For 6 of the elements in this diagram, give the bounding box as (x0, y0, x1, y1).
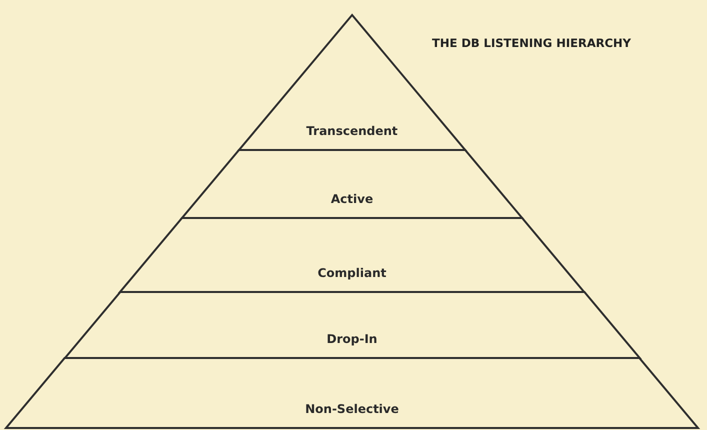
tier-label: Compliant (318, 266, 386, 280)
diagram-title: THE DB LISTENING HIERARCHY (432, 36, 631, 50)
tier-label: Active (330, 192, 374, 206)
tier-label: Transcendent (306, 124, 398, 138)
tier-label: Drop-In (326, 332, 378, 346)
tier-label: Non-Selective (305, 402, 399, 416)
